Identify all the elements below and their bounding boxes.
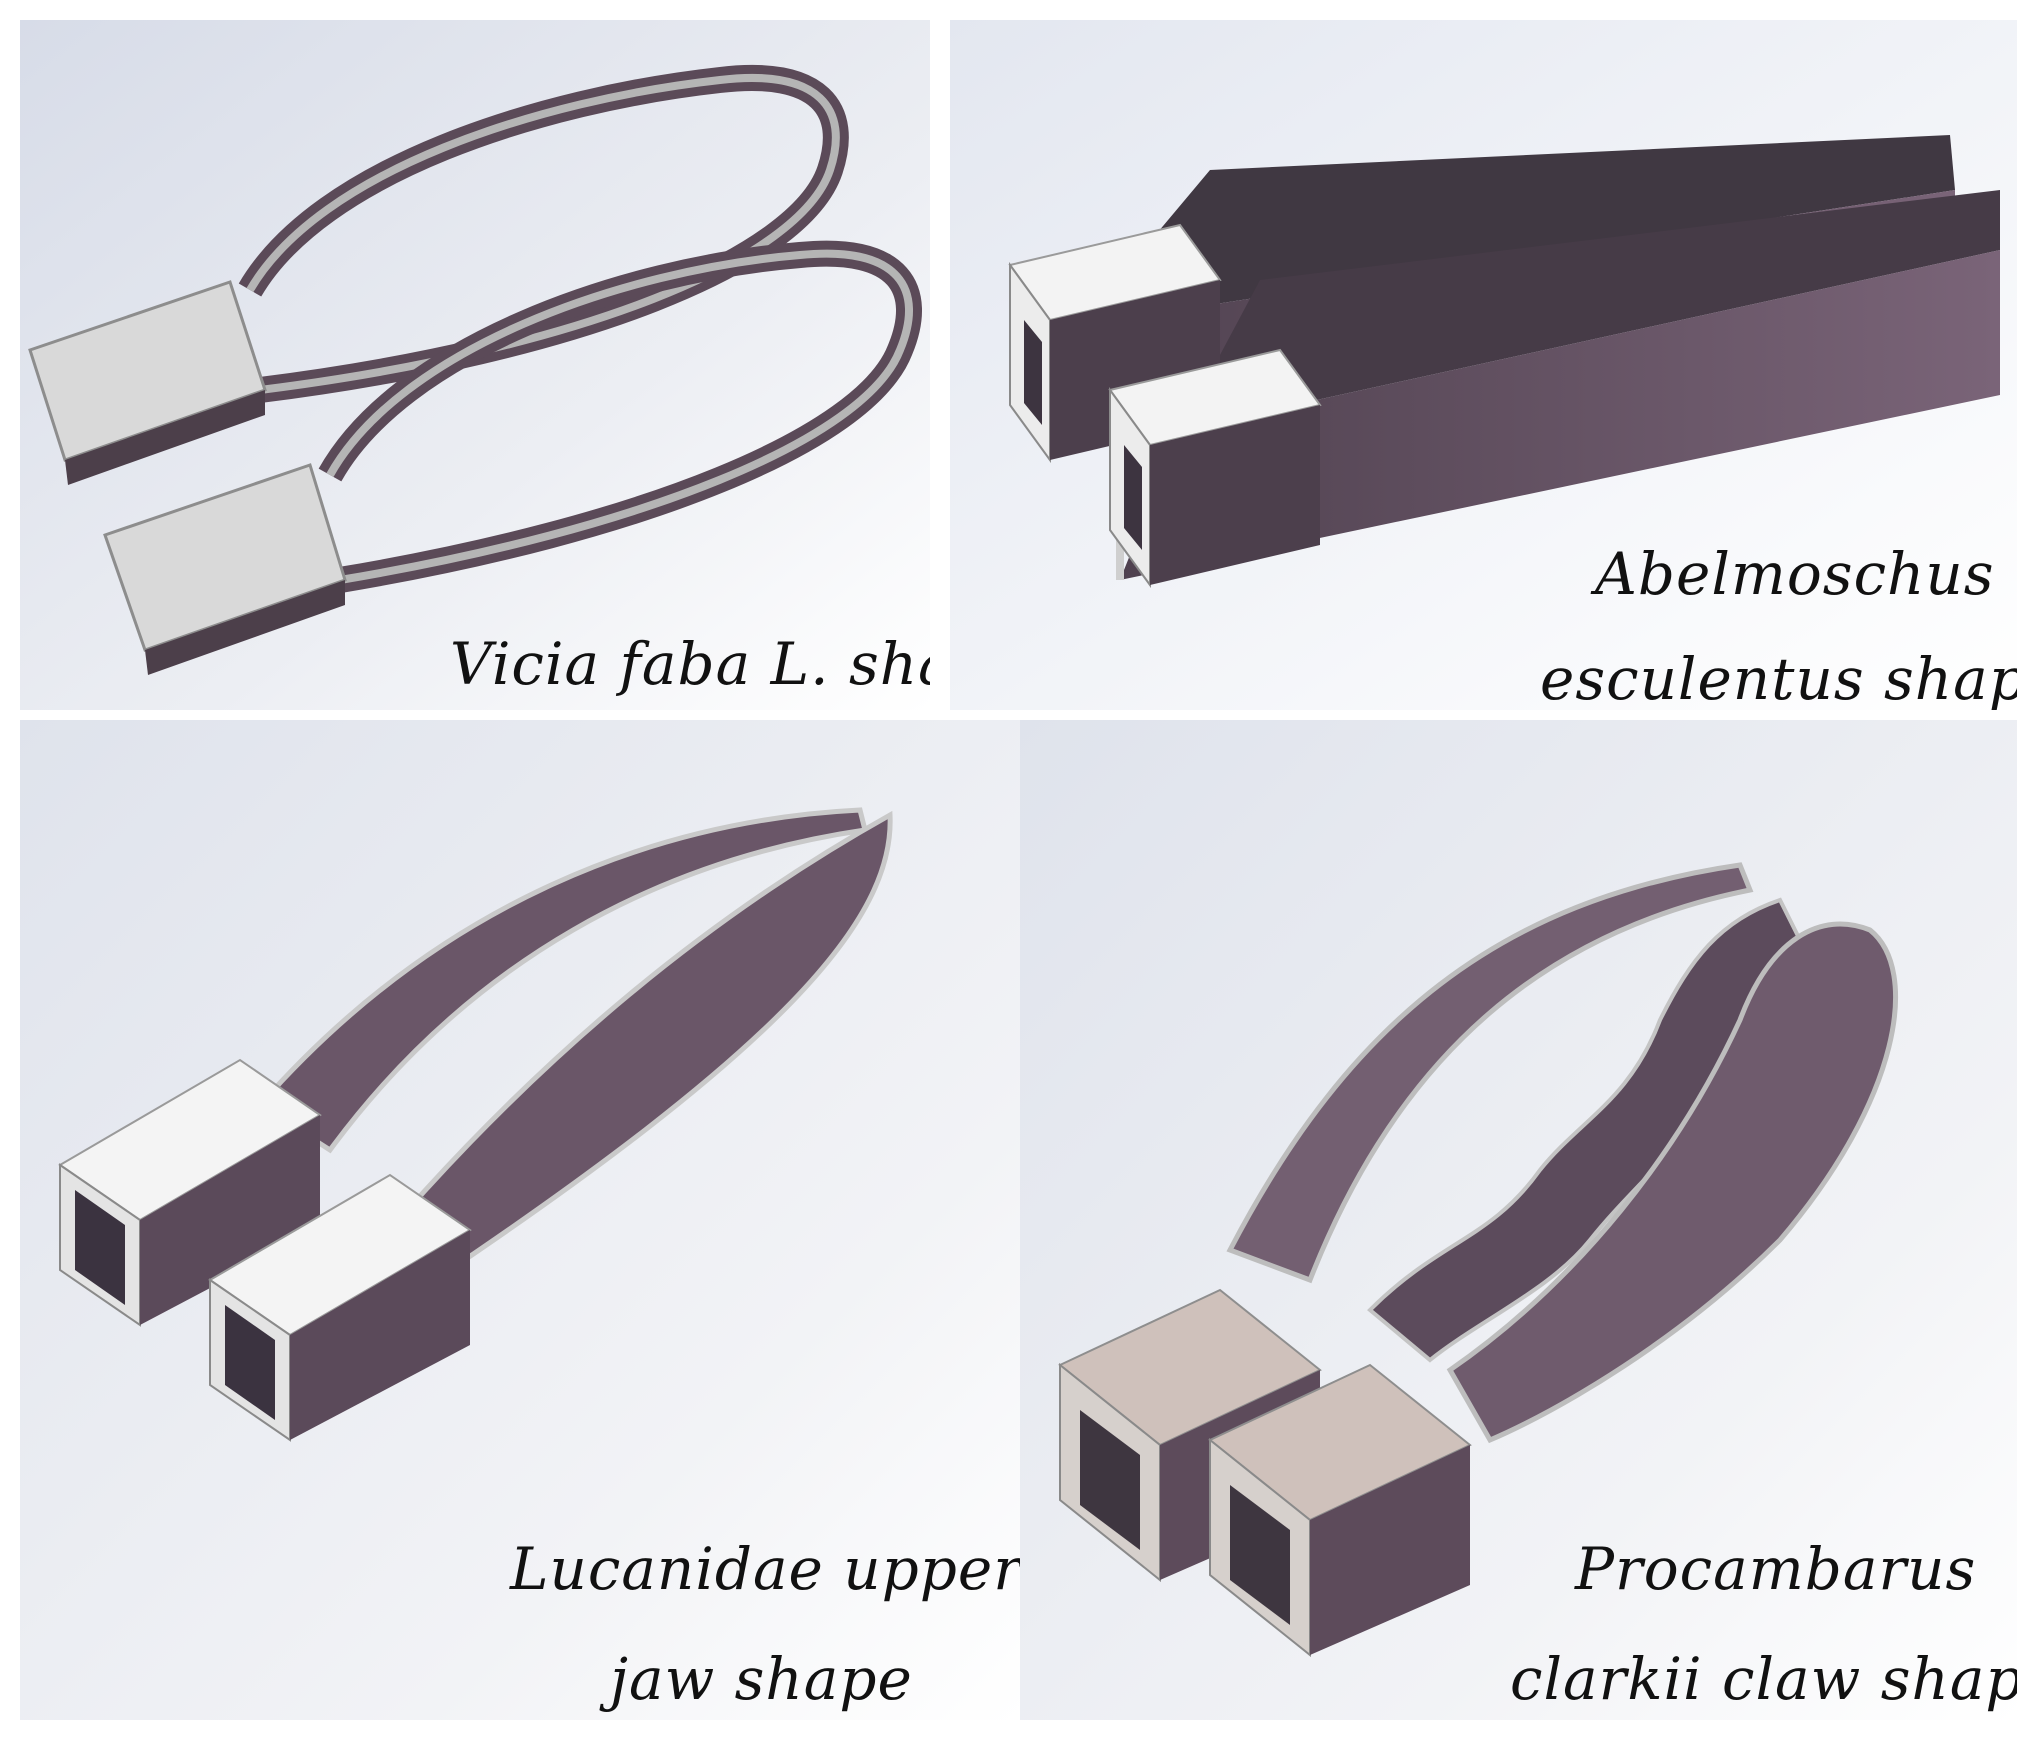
caption-lucanidae-line-2: jaw shape	[610, 1645, 913, 1713]
lucanidae-gripper-render	[20, 720, 1020, 1720]
procambarus-gripper-render	[1020, 720, 2017, 1720]
panel-procambarus-clarkii-claw: Procambarus clarkii claw shape	[1020, 720, 2017, 1720]
caption-abelmoschus-line-1: Abelmoschus	[1595, 540, 1995, 608]
panel-abelmoschus-esculentus: Abelmoschus esculentus shape	[950, 20, 2017, 710]
caption-procambarus-line-1: Procambarus	[1575, 1535, 1977, 1603]
vicia-faba-gripper-render	[20, 20, 930, 710]
caption-abelmoschus-line-2: esculentus shape	[1540, 645, 2017, 710]
panel-lucanidae-upper-jaw: Lucanidae upper jaw shape	[20, 720, 1020, 1720]
caption-vicia-line-1: Vicia faba L. shape	[450, 630, 930, 698]
panel-vicia-faba: Vicia faba L. shape	[20, 20, 930, 710]
caption-procambarus-line-2: clarkii claw shape	[1510, 1645, 2017, 1713]
abelmoschus-gripper-render	[950, 20, 2017, 710]
caption-lucanidae-line-1: Lucanidae upper	[510, 1535, 1020, 1603]
